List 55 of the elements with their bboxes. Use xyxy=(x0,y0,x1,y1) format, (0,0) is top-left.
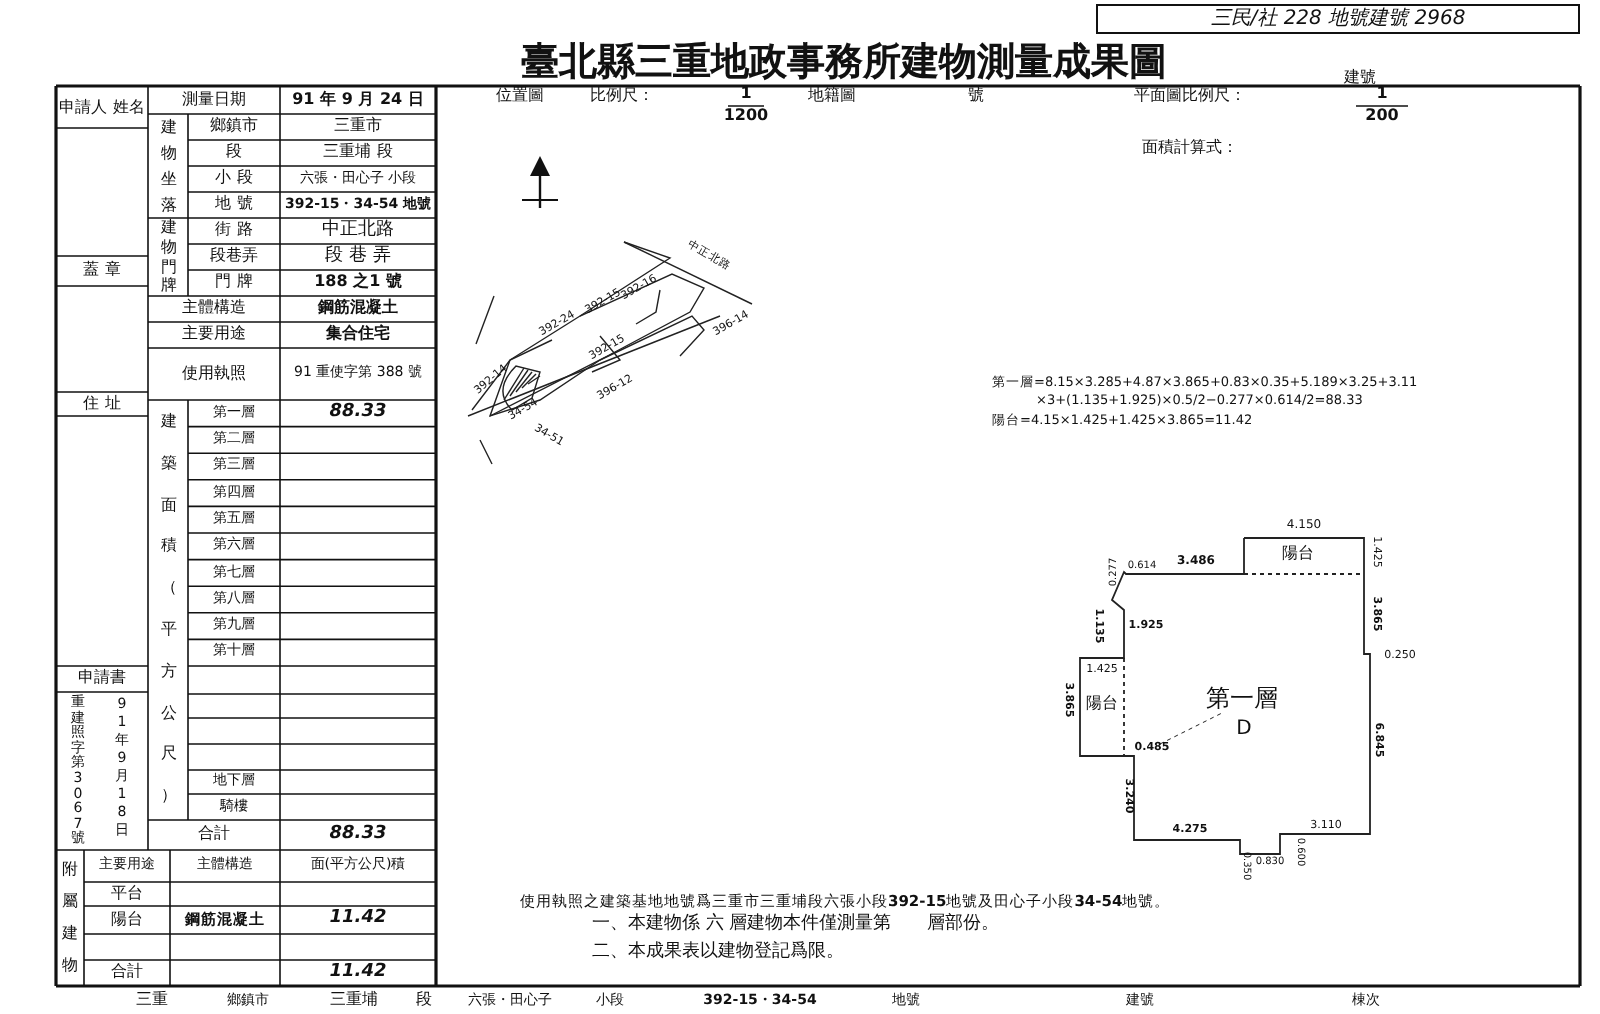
form-value: 鋼筋混凝土 xyxy=(315,296,400,321)
title: 臺北縣三重地政事務所建物測量成果圖 xyxy=(519,37,1169,87)
form-label: 地籍圖 xyxy=(806,84,858,108)
form-label: 平台 xyxy=(109,882,145,906)
note-text: 一、本建物係 六 層建物本件僅測量第 層部份。 xyxy=(592,912,1002,939)
form-label: 合計 xyxy=(196,822,232,847)
form-label: 街 路 xyxy=(213,218,255,243)
form-value: 188 之1 號 xyxy=(312,270,404,295)
form-value: 段 巷 弄 xyxy=(323,244,393,270)
form-label: 比例尺： xyxy=(588,84,656,108)
form-label: 位置圖 xyxy=(494,84,546,108)
form-label: 段巷弄 xyxy=(208,244,260,269)
form-value: 集合住宅 xyxy=(324,322,392,347)
footer-text: 三重埔 xyxy=(328,990,380,1012)
form-value: 88.33 xyxy=(327,821,389,848)
note-text: 二、本成果表以建物登記爲限。 xyxy=(592,940,846,967)
form-label: 主體構造 xyxy=(180,296,248,321)
footer-text: 段 xyxy=(414,990,434,1012)
form-label: 附屬建物 xyxy=(60,858,80,978)
form-label: 建物門牌 xyxy=(159,218,179,296)
form-label: 地 號 xyxy=(213,192,255,217)
form-value: 三重市 xyxy=(332,114,384,139)
scale-fraction: 200 xyxy=(1363,106,1401,126)
form-label: 蓋 章 xyxy=(81,258,123,283)
form-label: 鄉鎮市 xyxy=(208,114,260,139)
room-label: 第一層 xyxy=(1204,686,1280,714)
form-value: 88.33 xyxy=(327,400,389,426)
form-label: 合計 xyxy=(109,960,145,985)
form-value: 91 年 9 月 24 日 xyxy=(290,88,426,113)
form-label: 陽台 xyxy=(109,907,145,932)
form-label: 申請人 姓名 xyxy=(58,95,146,120)
form-value: 中正北路 xyxy=(320,218,396,244)
room-label: 陽台 xyxy=(1084,694,1120,716)
form-label: 面積計算式： xyxy=(1140,136,1240,160)
form-label: 申請書 xyxy=(76,666,128,691)
form-value: 11.42 xyxy=(327,906,389,933)
form-value: 11.42 xyxy=(327,960,389,986)
form-label: 建物坐落 xyxy=(159,116,179,218)
stamp-text: 三民/社 228 地號建號 2968 xyxy=(1096,4,1580,34)
form-label: 段 xyxy=(224,140,244,165)
scale-fraction: 1200 xyxy=(721,106,771,126)
footer-text: 三重 xyxy=(134,990,170,1012)
room-label: 陽台 xyxy=(1280,544,1316,566)
form-label: 主要用途 xyxy=(180,322,248,347)
form-label: 測量日期 xyxy=(180,88,248,113)
form-label: 平面圖比例尺： xyxy=(1132,84,1248,108)
form-label: 建號 xyxy=(1342,66,1378,90)
form-label: 住 址 xyxy=(81,392,123,416)
form-label: 號 xyxy=(966,84,986,108)
form-value: 三重埔 段 xyxy=(321,140,395,165)
form-label: 小 段 xyxy=(213,166,255,191)
form-label: 門 牌 xyxy=(213,270,255,295)
room-label: D xyxy=(1234,716,1254,740)
form-label: 使用執照 xyxy=(180,361,248,386)
form-label: 建築面積（平方公尺） xyxy=(159,410,179,809)
